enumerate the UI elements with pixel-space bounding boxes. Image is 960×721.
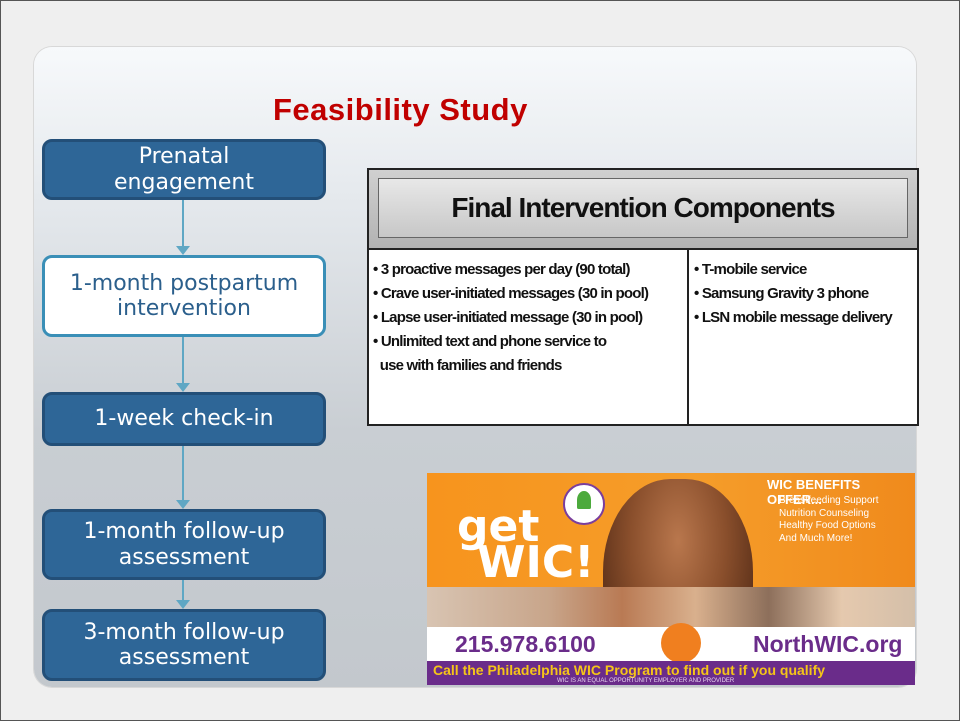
table-left-column: • 3 proactive messages per day (90 total… (373, 258, 683, 378)
list-item: • Crave user-initiated messages (30 in p… (373, 285, 649, 302)
table-right-column: • T-mobile service • Samsung Gravity 3 p… (694, 258, 919, 330)
list-item: • LSN mobile message delivery (694, 309, 893, 326)
list-item: • T-mobile service (694, 261, 807, 278)
flow-connector (182, 337, 184, 383)
flow-arrow-icon (176, 600, 190, 609)
wic-logo-icon (563, 483, 605, 525)
list-item: Nutrition Counseling (779, 507, 870, 519)
slide-title: Feasibility Study (273, 92, 528, 127)
orange-fruit-photo (661, 623, 701, 663)
flow-step-label: 1-month follow-up assessment (83, 519, 285, 570)
list-item: • Unlimited text and phone service to (373, 333, 607, 350)
list-item: use with families and friends (373, 357, 563, 374)
table-column-divider (687, 248, 689, 424)
flow-step-intervention: 1-month postpartum intervention (42, 255, 326, 337)
flow-connector (182, 200, 184, 246)
flow-connector (182, 580, 184, 600)
ad-benefits-title: WIC BENEFITS OFFER... (767, 477, 861, 507)
list-item: And Much More! (779, 532, 853, 544)
ad-get-text: get (457, 501, 540, 552)
flow-arrow-icon (176, 246, 190, 255)
ad-footer-bar (427, 661, 915, 685)
flow-step-check-in: 1-week check-in (42, 392, 326, 446)
list-item: • 3 proactive messages per day (90 total… (373, 261, 631, 278)
table-header: Final Intervention Components (369, 170, 917, 250)
flow-step-3-month: 3-month follow-up assessment (42, 609, 326, 681)
flow-step-label: 1-week check-in (94, 406, 274, 432)
flow-step-prenatal: Prenatal engagement (42, 139, 326, 200)
ad-photo-strip (427, 587, 915, 627)
flow-step-label: Prenatal engagement (114, 144, 254, 195)
ad-phone-number: 215.978.6100 (455, 631, 596, 657)
wic-advertisement: get WIC! WIC BENEFITS OFFER... Breastfee… (427, 473, 915, 685)
flow-step-label: 3-month follow-up assessment (83, 619, 285, 670)
flow-arrow-icon (176, 383, 190, 392)
list-item: • Lapse user-initiated message (30 in po… (373, 309, 643, 326)
list-item: Breastfeeding Support (779, 495, 879, 506)
ad-eeo-notice: WIC IS AN EQUAL OPPORTUNITY EMPLOYER AND… (557, 678, 735, 684)
components-table: Final Intervention Components • 3 proact… (367, 168, 919, 426)
flow-step-label: 1-month postpartum intervention (69, 270, 299, 321)
ad-website: NorthWIC.org (753, 631, 903, 657)
flow-connector (182, 446, 184, 500)
flow-arrow-icon (176, 500, 190, 509)
ad-call-to-action: Call the Philadelphia WIC Program to fin… (433, 662, 826, 678)
list-item: • Samsung Gravity 3 phone (694, 285, 869, 302)
list-item: Healthy Food Options (779, 520, 876, 531)
flow-step-1-month: 1-month follow-up assessment (42, 509, 326, 580)
ad-benefits-list: Breastfeeding Support Nutrition Counseli… (779, 495, 879, 545)
table-header-title: Final Intervention Components (378, 178, 908, 238)
ad-wic-text: WIC! (477, 537, 595, 588)
